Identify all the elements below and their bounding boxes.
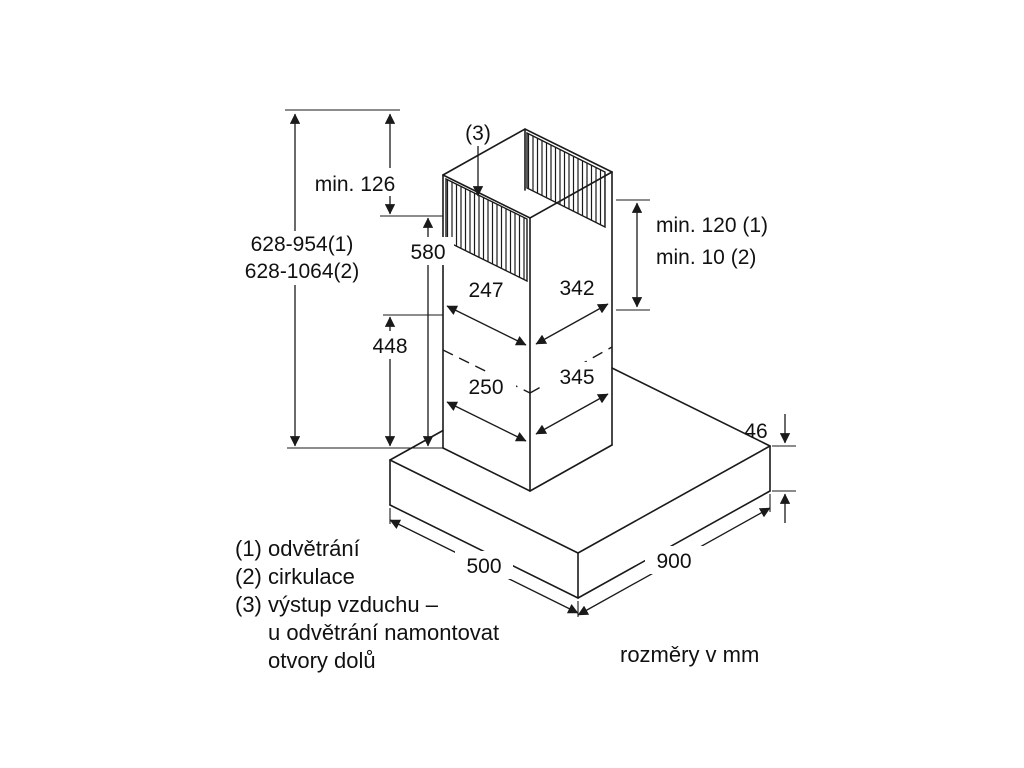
callout-3-label: (3)	[465, 122, 491, 145]
dim-label-min-vent: min. 120 (1)	[656, 214, 768, 237]
dim-label-chimney-lower-width: 250	[468, 376, 503, 399]
dim-label-chimney-upper-width: 247	[468, 279, 503, 302]
dim-label-chimney-lower-height: 448	[372, 335, 407, 358]
chimney-duct	[442, 128, 613, 492]
callout-air-outlet: (3)	[465, 122, 491, 197]
dim-chimney-lower-width: 250	[446, 372, 527, 442]
dim-chimney-lower-depth: 345	[535, 362, 609, 435]
dim-min-duct-clearance: min. 120 (1) min. 10 (2)	[616, 199, 768, 311]
dim-chimney-upper-depth: 342	[535, 277, 609, 345]
dim-label-chimney-lower-depth: 345	[559, 366, 594, 389]
dim-canopy-width: 900	[577, 494, 771, 616]
legend-item-2: (2) cirkulace	[235, 564, 355, 589]
dim-canopy-depth: 500	[389, 508, 579, 617]
legend-item-3-line-2: u odvětrání namontovat	[268, 620, 499, 645]
dim-label-min-top-clearance: min. 126	[315, 173, 396, 196]
dim-overall-height: 628-954(1) 628-1064(2)	[228, 113, 443, 449]
legend-item-3-line-1: (3) výstup vzduchu –	[235, 592, 439, 617]
dim-label-canopy-width: 900	[656, 550, 691, 573]
dim-label-canopy-height: 46	[744, 420, 767, 443]
legend-item-3-line-3: otvory dolů	[268, 648, 376, 673]
dim-chimney-lower-height: 448	[364, 314, 443, 447]
dim-canopy-height: 46	[744, 414, 796, 523]
dim-label-canopy-depth: 500	[466, 555, 501, 578]
legend: (1) odvětrání (2) cirkulace (3) výstup v…	[235, 536, 499, 673]
dim-min-top-clearance: min. 126	[310, 113, 443, 217]
dim-label-overall-height-vent: 628-954(1)	[251, 233, 354, 256]
dim-label-min-recirc: min. 10 (2)	[656, 246, 756, 269]
dim-chimney-upper-height: 580	[402, 217, 454, 447]
joint-dashed-line-side	[529, 346, 613, 394]
air-outlet-grille-back	[526, 131, 606, 229]
dim-label-chimney-upper-height: 580	[410, 241, 445, 264]
units-note: rozměry v mm	[620, 642, 759, 667]
dim-chimney-upper-width: 247	[446, 279, 527, 346]
dim-label-chimney-upper-depth: 342	[559, 277, 594, 300]
legend-item-1: (1) odvětrání	[235, 536, 360, 561]
dim-label-overall-height-recirc: 628-1064(2)	[245, 260, 359, 283]
air-outlet-grille-front	[445, 177, 528, 283]
